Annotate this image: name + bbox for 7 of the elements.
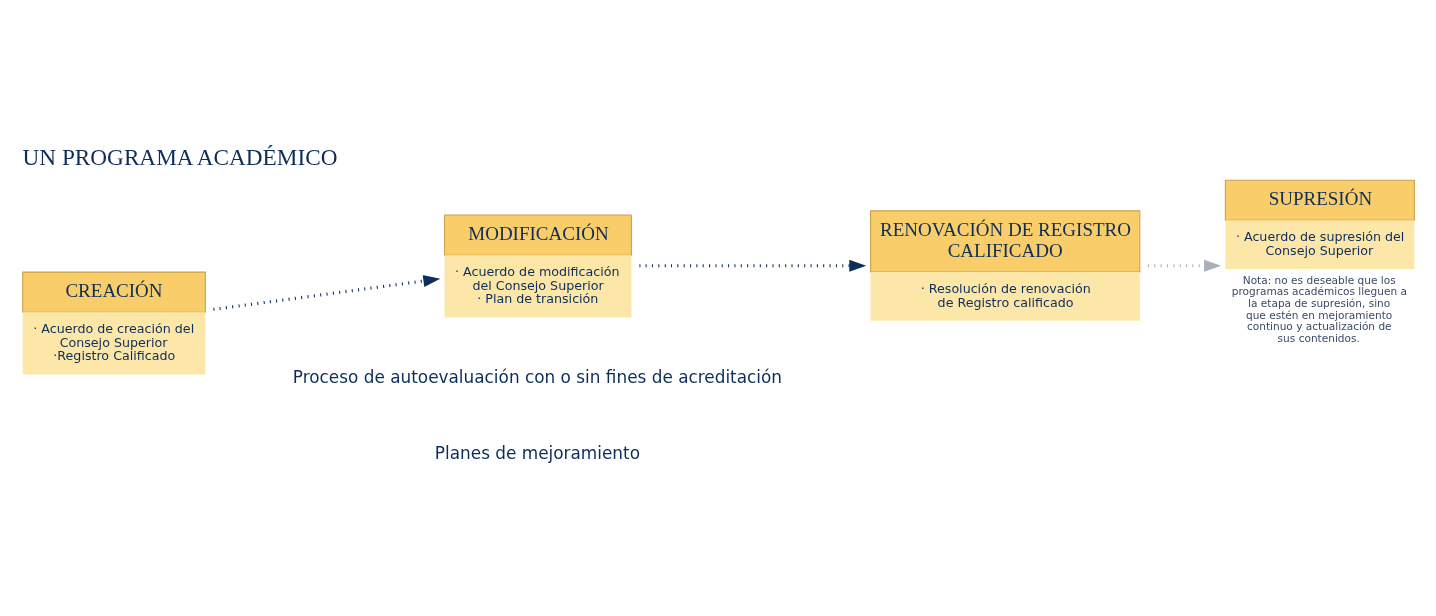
label: Proceso de autoevaluación con o sin fines de acreditación bbox=[292, 366, 783, 387]
arrow bbox=[213, 275, 441, 311]
label: Planes de mejoramiento bbox=[434, 442, 641, 463]
arrow bbox=[639, 259, 867, 272]
node-label: Nota: no es deseable que los programas académicos lleguen a la etapa de supresión, sino que estén en mejoramiento continuo y actualización de sus contenidos. bbox=[1231, 273, 1407, 344]
diagram-title: UN PROGRAMA ACADÉMICO bbox=[22, 144, 338, 171]
arrow bbox=[1147, 259, 1222, 272]
